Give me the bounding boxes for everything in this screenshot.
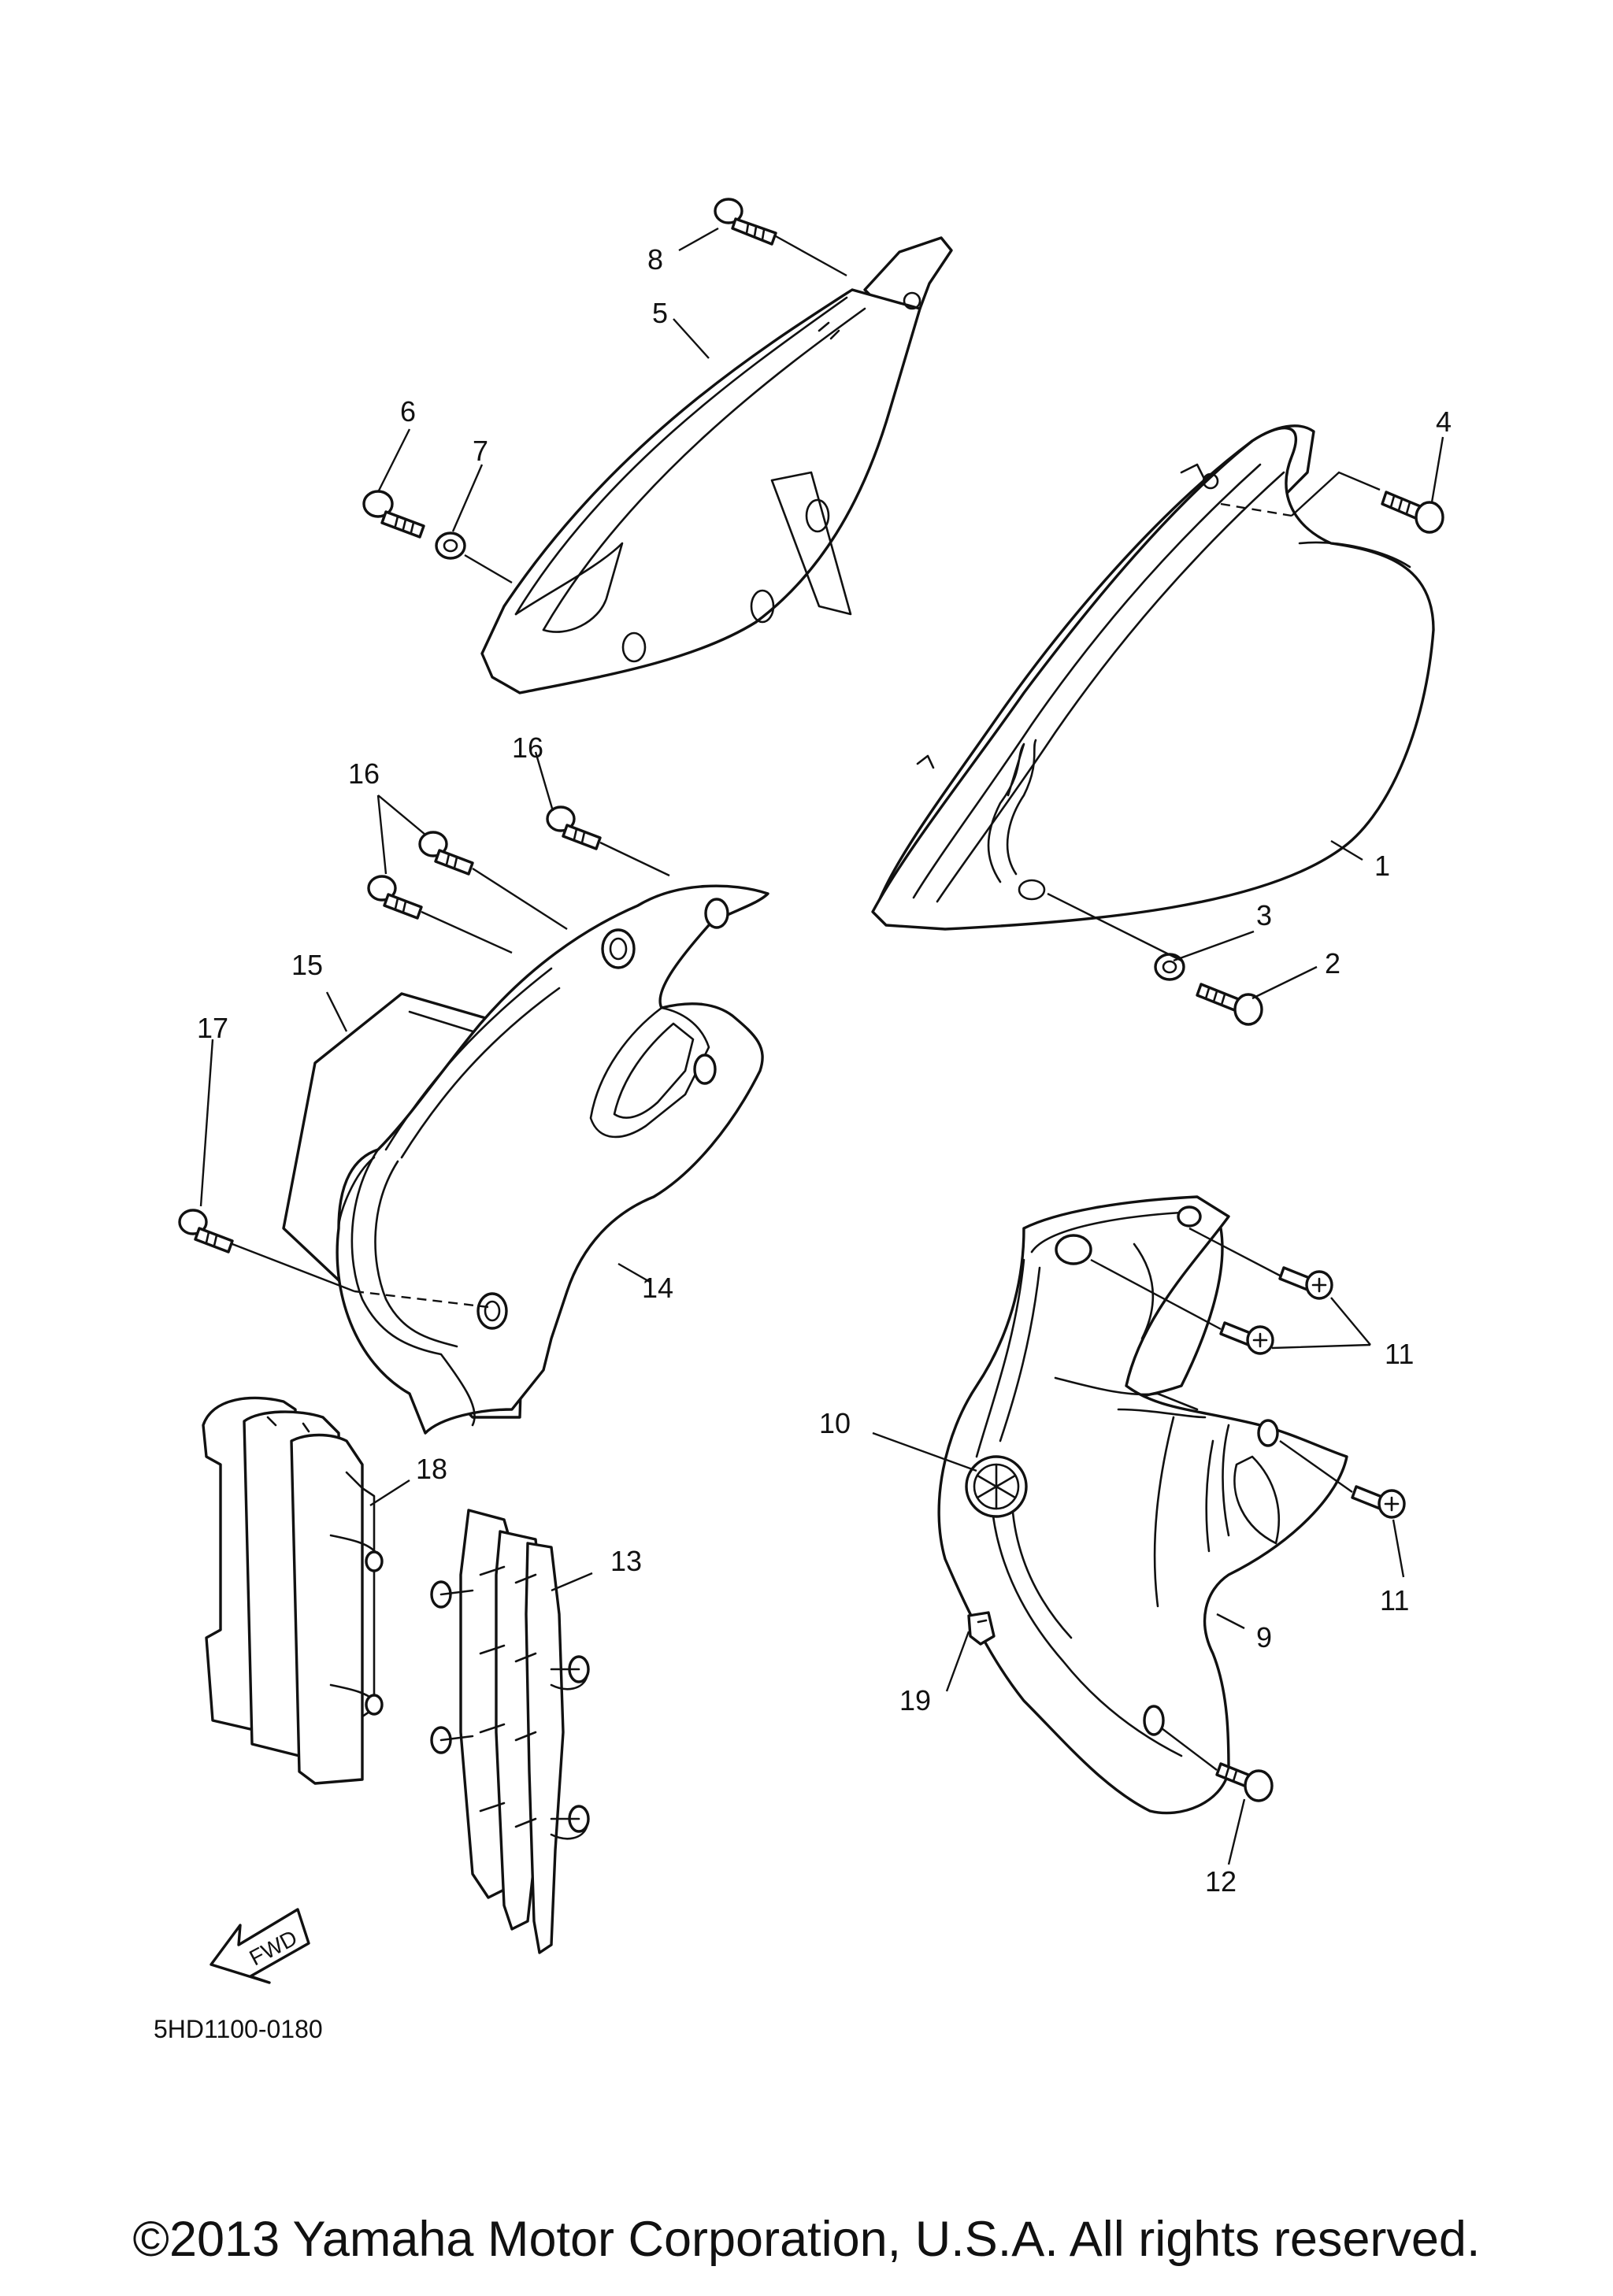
callout-4: 4 [1436,406,1452,438]
fwd-direction-arrow: FWD [210,1908,310,1984]
screw-11-lower [1351,1485,1406,1519]
callout-numbers: 1 2 3 4 5 6 7 8 9 10 11 11 12 13 14 15 1… [197,243,1452,1898]
copyright-notice: ©2013 Yamaha Motor Corporation, U.S.A. A… [132,2212,1481,2267]
callout-2: 2 [1325,947,1340,980]
callout-9: 9 [1256,1621,1272,1653]
bolt-12 [1215,1762,1274,1802]
callout-17: 17 [197,1012,228,1044]
assembly-lines [232,235,1381,1771]
bolt-4 [1381,491,1444,534]
diagram-reference-code: 5HD1100-0180 [154,2015,323,2043]
callout-3: 3 [1256,899,1272,931]
part-1-side-cover [871,424,1435,931]
bolt-17 [178,1209,234,1254]
callout-7: 7 [473,435,488,467]
callout-16-left: 16 [348,757,380,790]
callout-1: 1 [1374,850,1390,882]
bolt-6 [362,490,425,539]
callout-16-right: 16 [512,731,543,764]
callout-8: 8 [647,243,663,276]
callout-12: 12 [1205,1865,1237,1898]
part-5-side-cover [480,236,953,694]
part-13-radiator-guard [430,1509,590,1954]
callout-11-upper: 11 [1385,1338,1414,1370]
bolt-2 [1196,983,1263,1026]
callout-18: 18 [416,1453,447,1485]
callout-10: 10 [819,1407,851,1439]
bolt-8 [714,198,777,246]
part-14-radiator-shroud [336,884,769,1435]
callout-6: 6 [400,395,416,428]
callout-14: 14 [642,1272,673,1304]
callout-13: 13 [610,1545,642,1577]
collar-7 [435,531,466,560]
callout-leaders [199,227,1444,1865]
bolt-16-lower [367,875,423,920]
callout-5: 5 [652,297,668,329]
part-9-lower-cover [937,1195,1348,1815]
callout-15: 15 [291,949,323,981]
part-10-emblem [965,1455,1028,1518]
screw-11-upper [1278,1266,1333,1300]
screw-11-middle [1219,1321,1274,1355]
callout-11-lower: 11 [1380,1584,1409,1616]
bolt-16-upper [546,805,602,850]
bolt-16-middle [418,831,474,876]
callout-19: 19 [899,1684,931,1716]
part-19-clip-nut [967,1611,996,1646]
part-18-radiator-guard [202,1396,384,1785]
